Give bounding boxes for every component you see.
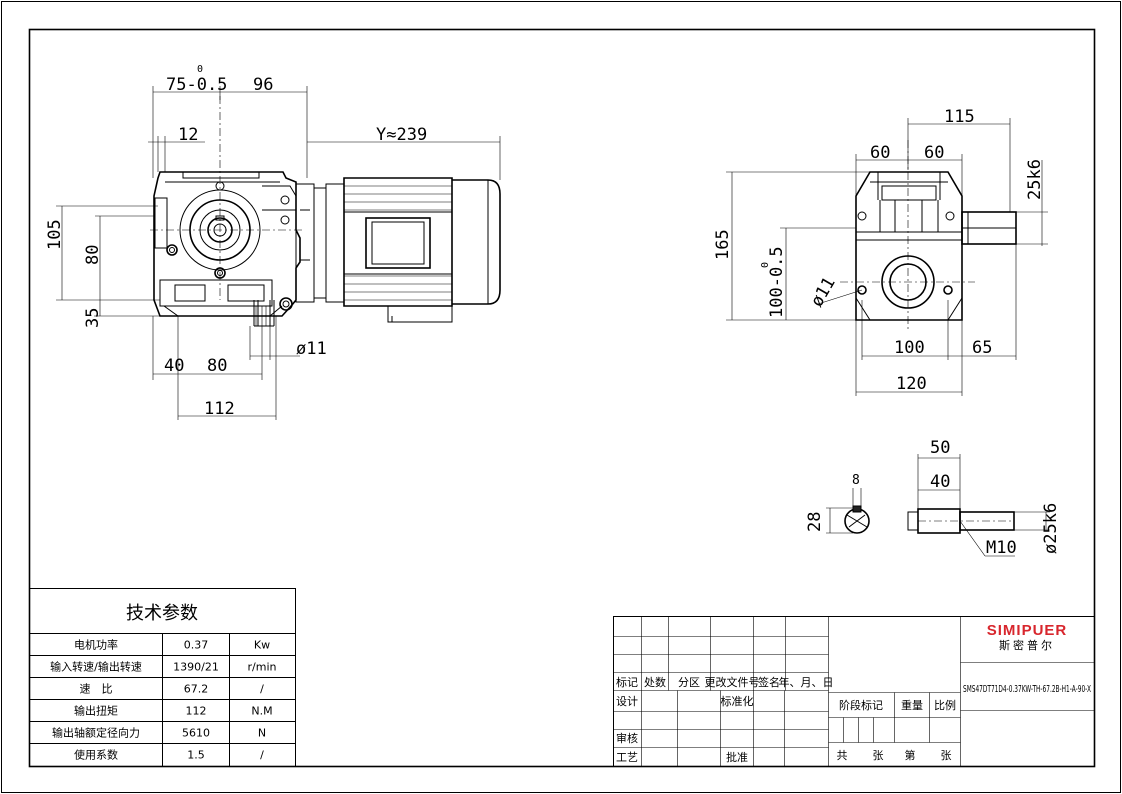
tb-process: 工艺 — [616, 751, 638, 764]
detail-dim-40: 40 — [930, 472, 950, 492]
brand-logo: SIMIPUER — [987, 622, 1068, 639]
tb-page: 第 — [905, 748, 916, 762]
tb-header: 更改文件号 — [705, 675, 760, 689]
front-view — [56, 86, 501, 420]
brand-chinese: 斯密普尔 — [999, 638, 1055, 652]
dim-35: 35 — [83, 308, 103, 328]
param-unit: N — [258, 727, 266, 740]
tb-design: 设计 — [616, 695, 638, 708]
inner-frame — [28, 28, 1096, 768]
side-dim-165: 165 — [713, 229, 733, 260]
side-dim-d11: ø11 — [807, 274, 840, 311]
title-block — [613, 616, 1095, 767]
dim-12: 12 — [178, 125, 198, 145]
detail-dim-m10: M10 — [986, 538, 1017, 558]
param-unit: N.M — [251, 705, 272, 718]
shaft-side — [907, 454, 1050, 557]
dim-75: 75-0.5 — [166, 75, 227, 95]
param-unit: r/min — [248, 661, 277, 674]
param-value: 112 — [186, 705, 207, 718]
side-dim-65: 65 — [972, 338, 992, 358]
param-unit: Kw — [254, 639, 270, 652]
tb-weight: 重量 — [901, 698, 923, 712]
dim-d11: ø11 — [296, 339, 327, 359]
tb-approve: 批准 — [726, 750, 748, 764]
model-number: SMS47DT71D4-0.37KW-TH-67.2B-H1-A-90-X — [963, 684, 1091, 695]
tb-header: 标记 — [616, 675, 638, 689]
tb-header: 分区 — [678, 676, 700, 689]
param-unit: / — [260, 683, 264, 696]
param-value: 1390/21 — [173, 661, 219, 674]
title-block-headers: 标记处数分区更改文件号签名年、月、日 — [616, 675, 834, 689]
side-dim-100-tol: 100-0.5 — [767, 246, 787, 318]
param-name: 输入转速/输出转速 — [50, 660, 142, 674]
param-value: 1.5 — [187, 749, 205, 762]
side-view — [726, 118, 1048, 396]
side-dim-100: 100 — [894, 338, 925, 358]
param-name: 电机功率 — [74, 638, 118, 652]
side-dim-100-tol-upper: 0 — [760, 262, 771, 268]
param-value: 0.37 — [184, 639, 209, 652]
dim-80h: 80 — [207, 356, 227, 376]
param-value: 5610 — [182, 727, 210, 740]
dim-y239: Y≈239 — [376, 125, 427, 145]
detail-dim-28: 28 — [805, 512, 825, 532]
tb-sheet2: 张 — [941, 749, 952, 762]
tb-standardize: 标准化 — [721, 694, 754, 708]
dim-112: 112 — [204, 399, 235, 419]
tb-header: 处数 — [644, 676, 666, 689]
side-dim-60a: 60 — [870, 143, 890, 163]
dim-80v: 80 — [83, 245, 103, 265]
detail-dim-shaft: ø25k6 — [1041, 503, 1061, 554]
param-name: 输出扭矩 — [74, 704, 118, 718]
side-dim-115: 115 — [944, 107, 975, 127]
detail-dim-8: 8 — [852, 473, 860, 488]
tech-params-title: 技术参数 — [126, 603, 198, 624]
tb-review: 审核 — [616, 731, 638, 745]
tech-params-rows: 电机功率 0.37 Kw 输入转速/输出转速 1390/21 r/min 速 比 67.2 / 输… — [50, 638, 276, 762]
tb-scale: 比例 — [934, 698, 956, 712]
param-value: 67.2 — [184, 683, 209, 696]
dim-96: 96 — [253, 75, 273, 95]
side-dim-60b: 60 — [924, 143, 944, 163]
shaft-section — [826, 488, 870, 534]
dim-105: 105 — [45, 219, 65, 250]
tb-header: 签名 — [758, 675, 780, 689]
param-name: 输出轴额定径向力 — [52, 726, 140, 740]
param-name: 速 比 — [80, 683, 113, 696]
param-unit: / — [260, 749, 264, 762]
side-dim-25k6: 25k6 — [1025, 159, 1045, 200]
param-name: 使用系数 — [74, 749, 118, 762]
tb-stage-mark: 阶段标记 — [839, 698, 883, 712]
dim-75-tol: 0 — [197, 64, 203, 75]
dim-40: 40 — [164, 356, 184, 376]
detail-dim-50: 50 — [930, 438, 950, 458]
tb-total: 共 — [837, 749, 848, 762]
side-dim-120: 120 — [896, 374, 927, 394]
tech-params-table — [29, 588, 296, 767]
tb-header: 年、月、日 — [779, 675, 834, 689]
tb-sheet: 张 — [873, 749, 884, 762]
